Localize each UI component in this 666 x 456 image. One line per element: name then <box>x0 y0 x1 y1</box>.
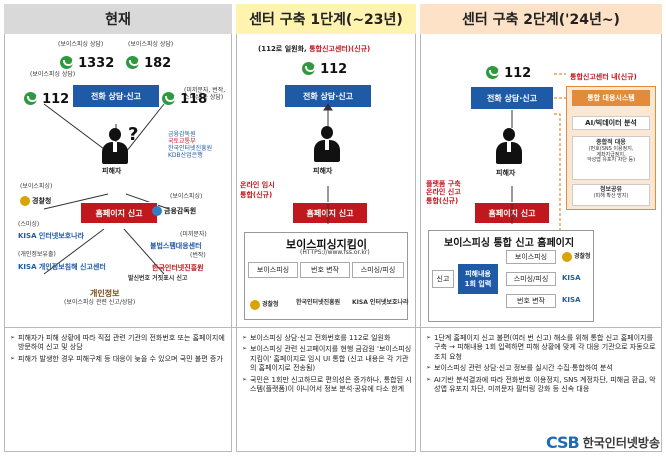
bullet-item: 피해자가 피해 상황에 따라 직접 관련 기관의 전화번호 또는 홈페이지에 방… <box>10 334 226 353</box>
bank-logo-list: 금융감독원 국토교통부 한국인터넷진흥원 KDB산업은행 <box>168 131 228 160</box>
bullet-item: AI기반 분석결과에 따라 전화번호 이용정지, SNS 계정차단, 피해금 환… <box>426 376 658 395</box>
victim-label: 피해자 <box>102 167 122 175</box>
hotline-112-stage1: 112 <box>302 58 347 77</box>
privacy-logo-caption: (보이스피싱 관련 신고/상담) <box>64 299 136 306</box>
side-system: 통합 대응시스템 <box>572 90 650 106</box>
phone-icon <box>162 92 176 105</box>
phone-report-box: 전화 상담·신고 <box>72 84 160 108</box>
flow-item-smishing: 스미싱/피싱 <box>506 272 556 286</box>
police-emblem-icon <box>20 196 30 206</box>
site-title-stage2: 보이스피싱 통합 신고 홈페이지 <box>444 238 575 249</box>
site-url-stage1: (HTTPS://www.fss.or.kr) <box>300 249 370 256</box>
kisa-logo-2: KISA 개인정보침해 신고센터 <box>18 263 106 271</box>
web-report-box-stage1: 홈페이지 신고 <box>292 202 368 224</box>
side-title: 통합신고센터 내(신규) <box>570 73 637 81</box>
police-emblem-icon <box>562 252 572 262</box>
victim-icon <box>494 128 524 164</box>
bullets-current: 피해자가 피해 상황에 따라 직접 관련 기관의 전화번호 또는 홈페이지에 방… <box>10 334 226 366</box>
caller-id-caption: 발신번호 거짓표시 신고 <box>128 275 188 282</box>
label-kisa1: (스미싱) <box>18 221 40 228</box>
flow-logo-kisa1: KISA <box>562 274 581 282</box>
bullet-item: 보이스피싱 관련 상담·신고 정보를 실시간 수집·통합하여 분석 <box>426 364 658 373</box>
privacy-logo: 개인정보 <box>90 289 120 298</box>
fss-emblem-icon <box>152 206 162 216</box>
bullet-item: 보이스피싱 상담·신고 전화번호를 112로 일원화 <box>242 334 412 343</box>
bank-logo-2: 국토교통부 <box>168 137 196 145</box>
hotline-1332: 1332 <box>60 52 114 71</box>
arrows-col2 <box>323 103 333 224</box>
flow-logo-kisa2: KISA <box>562 296 581 304</box>
tab-voicephishing-stage1: 보이스피싱 <box>248 262 298 278</box>
phone-icon <box>24 92 38 105</box>
phone-icon <box>302 62 316 75</box>
stage1-top-label: (112로 일원화, 통합신고센터)(신규) <box>258 45 371 53</box>
header-stage1: 센터 구축 1단계(~23년) <box>236 4 416 34</box>
watermark-brand: CSB <box>545 433 580 452</box>
section-divider <box>4 327 662 328</box>
bullets-stage2: 1단계 홈페이지 신고 불편(여러 번 신고) 해소를 위해 통합 신고 홈페이… <box>426 334 658 397</box>
bank-logo-3: 한국인터넷진흥원 <box>168 144 213 152</box>
fss-logo: 금융감독원 <box>152 206 196 216</box>
victim-icon <box>100 128 130 164</box>
web-report-box: 홈페이지 신고 <box>80 202 158 224</box>
kisa-logo-1: KISA 인터넷보호나라 <box>18 232 85 240</box>
label-spam: (미끼문자) <box>180 231 207 238</box>
flow-item-voicephishing: 보이스피싱 <box>506 250 556 264</box>
side-ai: AI/빅데이터 분석 <box>572 116 650 130</box>
tel-logo: 한국인터넷진흥원 <box>152 264 204 272</box>
label-voice2: (보이스피싱 상담) <box>128 41 174 48</box>
bullet-item: 국민은 1회만 신고하므로 편의성은 증가하나, 통합된 시스템(플랫폼)이 아… <box>242 376 412 395</box>
side-combined: 종합적 대응 (번호(SNS 이용정지, 계좌지급정지, 악성앱 유포지 차단 … <box>572 136 650 180</box>
online-label: 온라인 임시 통합(신규) <box>240 181 275 199</box>
phone-icon <box>60 56 74 69</box>
phone-report-box-stage2: 전화 상담·신고 <box>470 86 554 110</box>
site-title-stage1: 보이스피싱지킴이 <box>286 238 367 251</box>
victim-label-stage1: 피해자 <box>313 167 333 175</box>
platform-label: 플랫폼 구축 온라인 신고 통합(신규) <box>426 180 461 205</box>
label-118: (미끼문자, 번작, 스미싱 등 상담) <box>184 87 226 101</box>
arrows-col1 <box>43 103 170 275</box>
stage1-logo-kisa: 한국인터넷진흥원 <box>296 299 341 306</box>
label-tel: (번작) <box>190 252 206 259</box>
label-kisa2: (개인정보유출) <box>18 251 56 258</box>
label-voice3: (보이스피싱 상담) <box>30 71 76 78</box>
bullets-stage1: 보이스피싱 상담·신고 전화번호를 112로 일원화 보이스피싱 관련 신고페이… <box>242 334 412 397</box>
police-logo: 경찰청 <box>20 196 51 206</box>
flow-report: 신고 <box>432 270 454 288</box>
bullet-item: 피해가 발생한 경우 피해구제 등 대응이 늦을 수 있으며 국민 불편 증가 <box>10 355 226 364</box>
phone-icon <box>126 56 140 69</box>
police-emblem-icon <box>250 300 260 310</box>
tab-smishing-stage1: 스미싱/피싱 <box>352 262 404 278</box>
hotline-112-stage2: 112 <box>486 62 531 81</box>
header-stage2: 센터 구축 2단계('24년~) <box>420 4 662 34</box>
bank-logo-4: KDB산업은행 <box>168 151 203 159</box>
question-icon: ? <box>128 124 139 145</box>
flow-item-spoof: 번호 변작 <box>506 294 556 308</box>
phone-icon <box>486 66 500 79</box>
flow-logo-police: 경찰청 <box>562 252 591 262</box>
bullet-item: 1단계 홈페이지 신고 불편(여러 번 신고) 해소를 위해 통합 신고 홈페이… <box>426 334 658 362</box>
hotline-112: 112 <box>24 88 69 107</box>
watermark: CSB 한국인터넷방송 <box>546 433 660 452</box>
stage1-logo-police: 경찰청 <box>250 300 279 310</box>
spam-logo: 불법스팸대응센터 <box>150 242 202 250</box>
tab-number-spoof-stage1: 번호 변작 <box>300 262 350 278</box>
bank-logo-1: 금융감독원 <box>168 131 196 138</box>
column-current <box>4 4 232 452</box>
bullet-item: 보이스피싱 관련 신고페이지를 현행 금감원 '보이스피싱지킴이' 홈페이지로 … <box>242 345 412 373</box>
label-police: (보이스피싱) <box>20 183 53 190</box>
header-current: 현재 <box>4 4 232 34</box>
watermark-name: 한국인터넷방송 <box>582 436 660 450</box>
label-voice1: (보이스피싱 상담) <box>58 41 104 48</box>
hotline-182: 182 <box>126 52 171 71</box>
victim-icon <box>312 126 342 162</box>
victim-label-stage2: 피해자 <box>496 169 516 177</box>
hotline-118: 118 <box>162 88 207 107</box>
label-fss: (보이스피싱) <box>170 193 203 200</box>
flow-center-box: 피해내용 1회 입력 <box>458 264 498 294</box>
side-share: 정보공유 (피해 확산 방지) <box>572 184 650 206</box>
stage1-logo-kisa2: KISA 인터넷보호나라 <box>352 299 409 306</box>
